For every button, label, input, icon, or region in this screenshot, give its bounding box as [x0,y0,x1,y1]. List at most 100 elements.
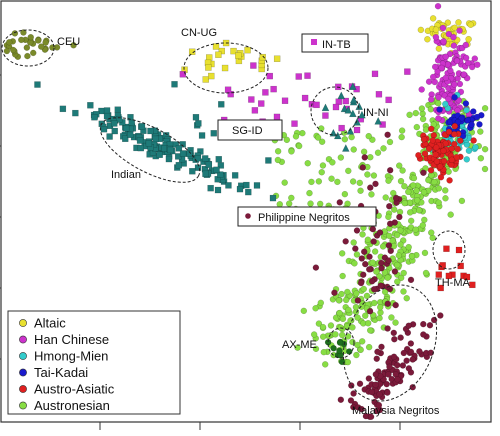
point-austronesian [360,285,367,293]
point-malaysia-negritos [416,348,423,355]
point-malaysia-negritos [386,363,393,371]
point-austronesian [396,162,403,169]
legend-marker-altaic [19,319,27,327]
point-austronesian [425,176,432,184]
point-tai-kadai [464,117,472,124]
point-in-tb [338,124,345,132]
point-ceu [27,34,34,41]
point-cn-ug [215,51,222,58]
point-philippine-negritos [370,286,378,293]
point-th-ma [435,271,442,278]
point-indian [165,155,173,163]
point-cn-ug [188,48,196,55]
label-indian: Indian [111,169,141,181]
point-th-ma [469,281,476,289]
point-th-ma [437,284,444,292]
point-malaysia-negritos [372,381,379,388]
point-austronesian [400,269,407,277]
point-malaysia-negritos [384,325,391,332]
point-austronesian [412,226,419,233]
point-austro-asiatic [448,145,455,152]
point-in-tb [385,96,392,104]
point-austronesian [319,162,327,169]
point-in-tb [335,98,342,105]
point-austronesian [364,171,371,178]
point-austro-asiatic [427,125,435,133]
point-han-chinese [445,30,453,38]
point-austronesian [339,315,347,323]
point-altaic [451,24,458,31]
point-austronesian [394,278,401,285]
point-sg-id [218,101,225,108]
point-han-chinese [425,78,433,85]
point-tai-kadai [436,106,443,113]
point-austronesian [427,106,435,113]
point-austronesian [281,179,288,186]
point-austronesian [398,133,405,141]
point-in-ni [344,105,353,114]
point-austronesian [310,331,318,338]
legend-marker-han-chinese [19,335,27,344]
point-austronesian [371,248,379,255]
point-austronesian [374,149,382,156]
point-austronesian [288,194,295,202]
point-in-tb [291,120,298,127]
point-ceu [30,49,37,57]
box-in-tb [301,33,369,53]
point-han-chinese [432,34,440,41]
point-austronesian [353,290,360,297]
point-cn-ug [273,55,281,62]
point-in-tb [258,100,265,107]
point-indian [175,161,183,169]
point-austronesian [357,187,364,194]
point-philippine-negritos [342,238,349,245]
point-austro-asiatic [427,167,435,174]
point-in-tb [281,97,289,104]
point-malaysia-negritos [373,407,380,415]
point-austronesian [351,260,358,267]
point-austronesian [421,216,428,224]
point-austronesian [367,327,374,334]
point-han-chinese [440,38,447,45]
point-austronesian [350,239,357,246]
point-austronesian [413,197,421,204]
point-austronesian [320,348,328,356]
point-malaysia-negritos [420,331,427,338]
point-cn-ug [235,52,242,59]
point-austronesian [350,146,357,153]
point-austronesian [405,243,412,251]
point-indian [269,194,277,202]
ellipse-ceu [1,29,55,67]
point-sg-id [195,120,202,127]
point-austronesian [274,148,282,155]
point-indian [137,144,145,152]
point-philippine-negritos [384,300,391,307]
point-austronesian [442,195,449,202]
point-malaysia-negritos [394,376,401,383]
point-philippine-negritos [362,260,369,268]
point-philippine-negritos [386,203,393,210]
point-indian [127,131,134,138]
point-th-ma [443,245,450,252]
point-austronesian [481,165,489,173]
point-austro-asiatic [451,122,459,130]
point-malaysia-negritos [400,349,408,357]
point-in-ni [346,126,355,135]
point-in-ni [349,95,358,104]
point-austronesian [344,288,351,296]
point-austronesian [356,179,363,187]
point-ceu [38,43,45,50]
point-austronesian [409,182,417,189]
point-austronesian [349,338,356,346]
legend-label-austronesian: Austronesian [34,398,110,413]
point-austronesian [412,109,419,117]
point-austronesian [307,200,314,207]
point-austronesian [369,259,376,266]
box-philippine-negritos [237,206,377,227]
point-in-tb [301,94,309,102]
point-malaysia-negritos [355,404,362,411]
point-austronesian [322,361,329,368]
point-th-ma [455,246,463,254]
point-austronesian [353,351,360,359]
